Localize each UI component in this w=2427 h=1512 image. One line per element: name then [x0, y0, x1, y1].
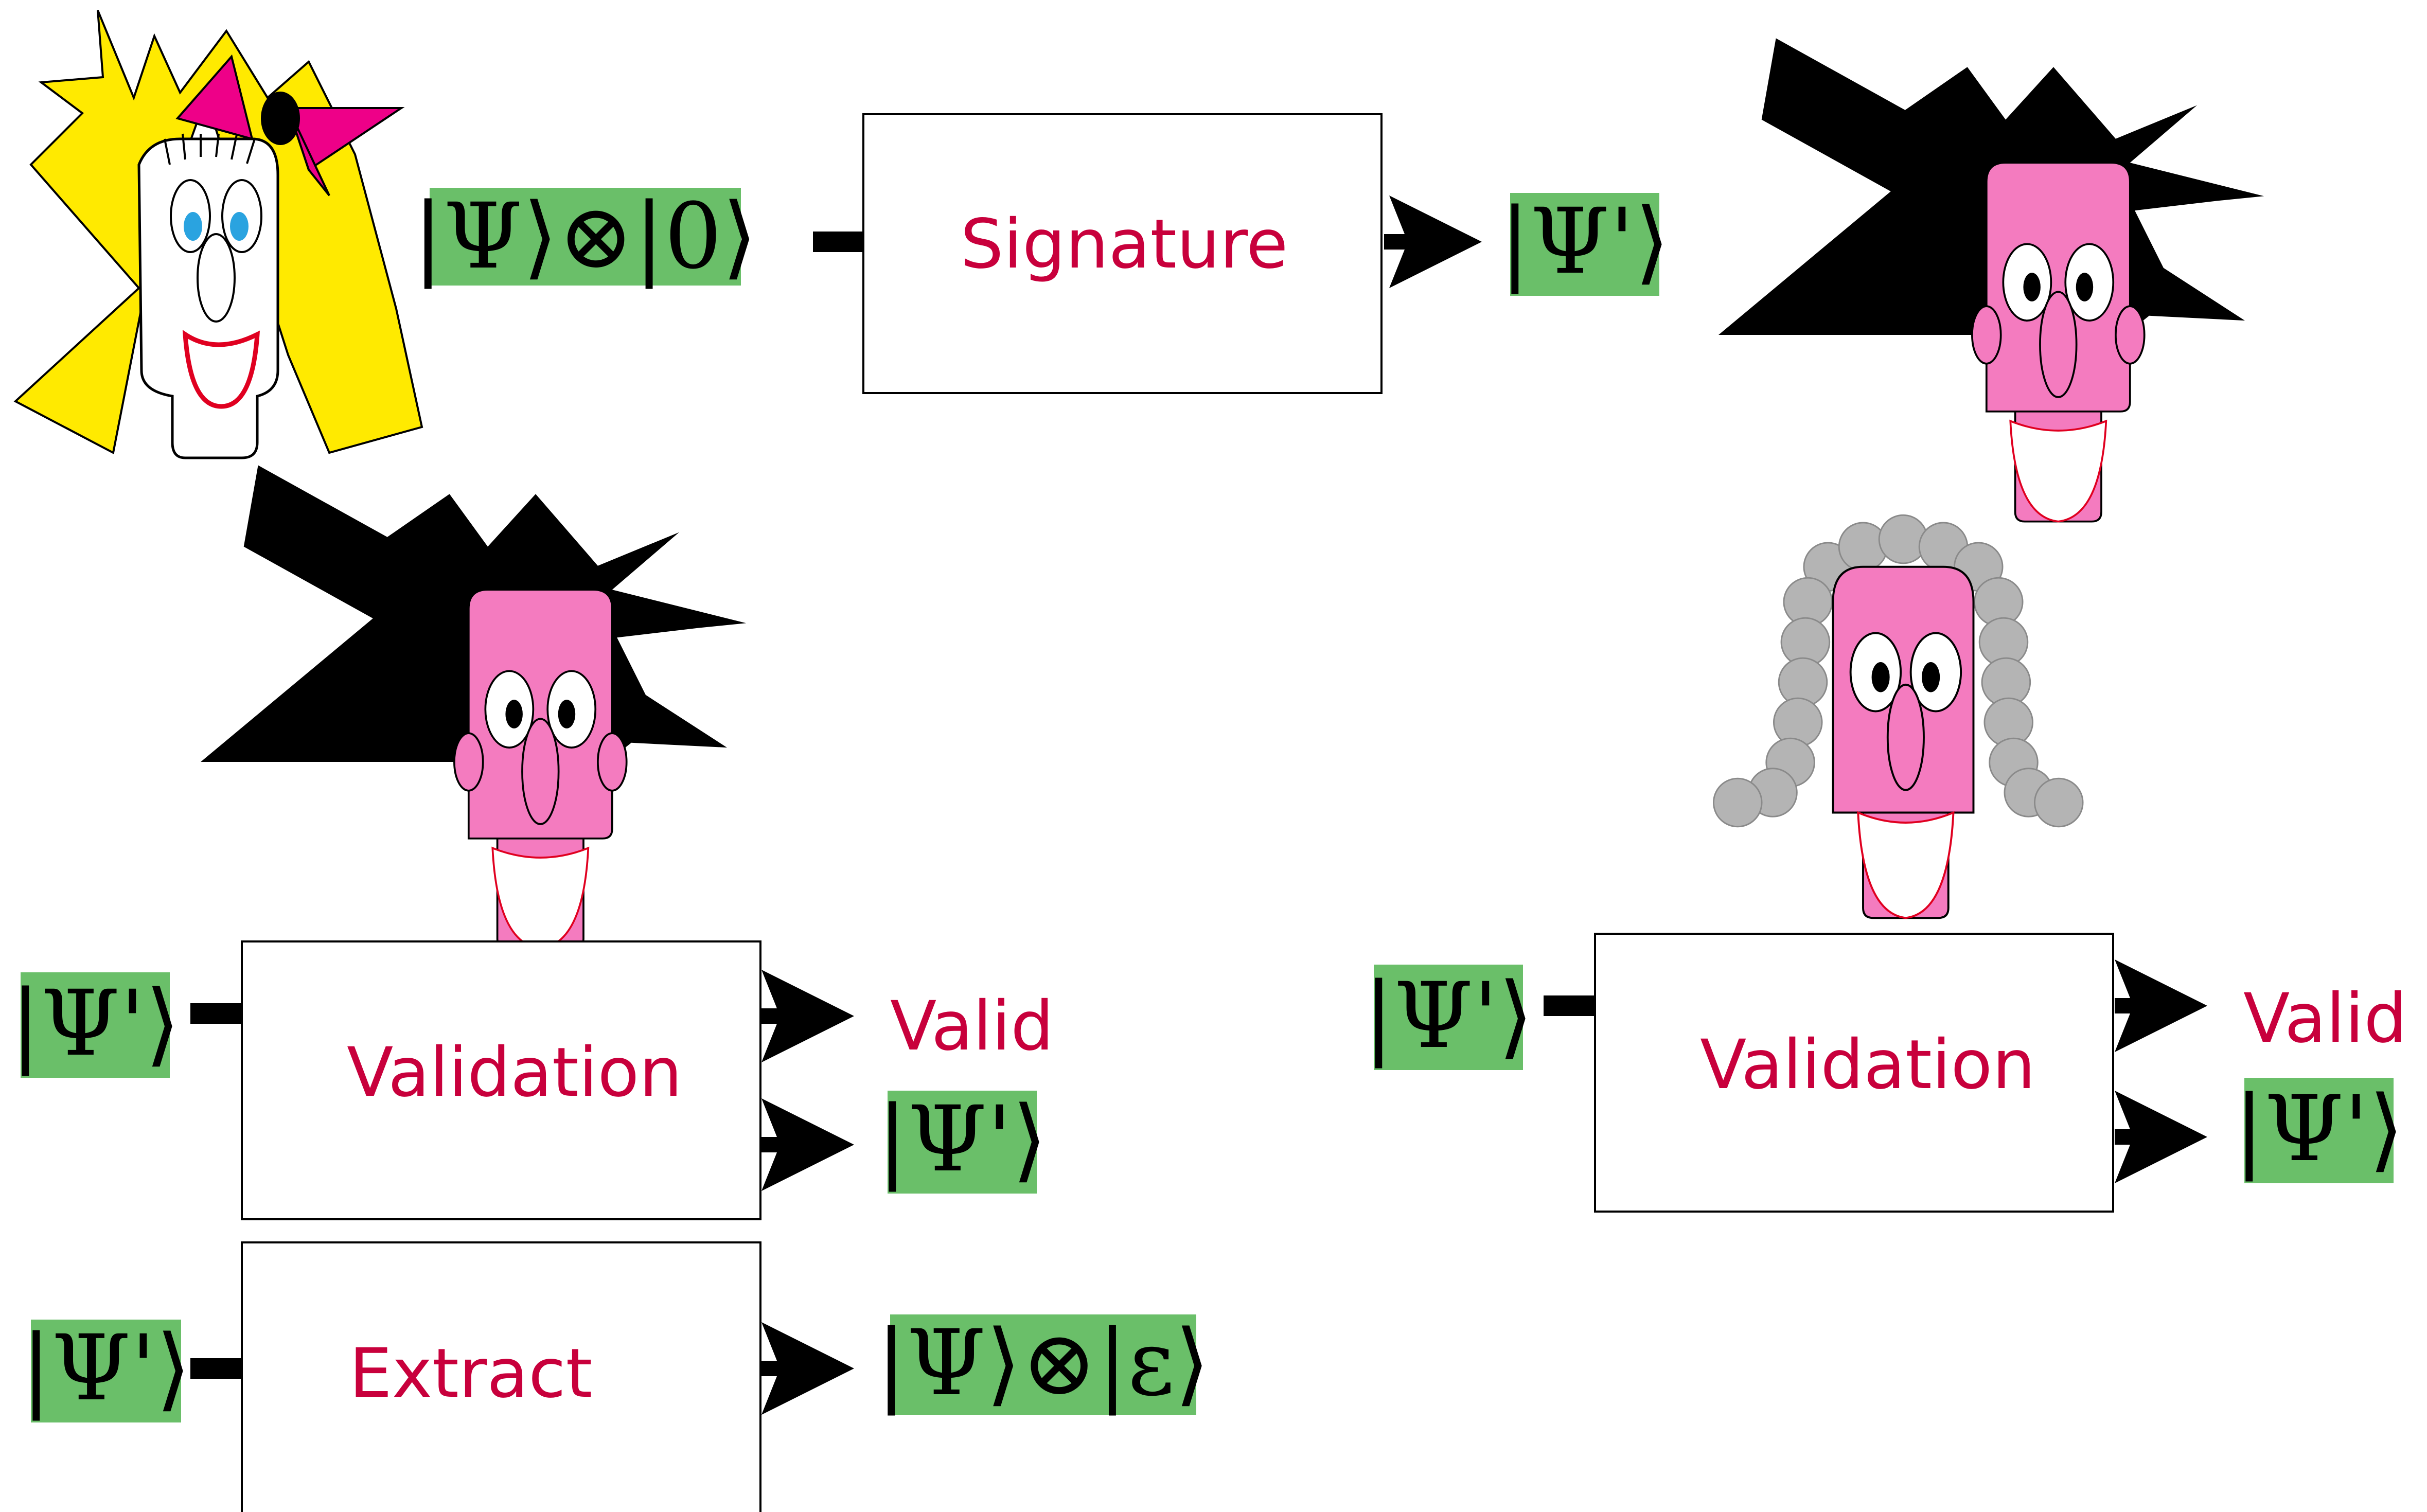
judge-valid-text: Valid [2243, 979, 2407, 1058]
bob-extract-stage: |Ψ'⟩ Extract |Ψ⟩⊗|ε⟩ [21, 1241, 1210, 1512]
state-box-alice-input [430, 188, 741, 286]
pink-bow [175, 54, 405, 197]
boy-with-spiky-hair-icon [200, 464, 748, 950]
alice-character [13, 10, 423, 459]
state-judge-input: |Ψ'⟩ [1363, 963, 1534, 1069]
state-judge-output: |Ψ'⟩ [2234, 1076, 2404, 1182]
state-box-judge-input [1374, 965, 1523, 1070]
state-bob-validation-output: |Ψ'⟩ [877, 1087, 1048, 1192]
extract-label: Extract [349, 1334, 593, 1413]
judge-validation-label: Validation [1700, 1025, 2035, 1105]
state-box-bob-validation-output [888, 1091, 1037, 1194]
signature-stage: |Ψ⟩⊗|0⟩ Signature |Ψ'⟩ [413, 113, 1670, 394]
validation-box [241, 940, 761, 1220]
state-box-judge-output [2244, 1078, 2394, 1183]
state-extract-output: |Ψ⟩⊗|ε⟩ [876, 1310, 1210, 1416]
girl-with-yellow-hair-icon [13, 10, 423, 459]
valid-text: Valid [890, 987, 1054, 1066]
extract-box [241, 1241, 761, 1512]
boy-with-spiky-hair-icon [1717, 37, 2265, 523]
judge-with-wig-icon [1712, 514, 2084, 919]
state-box-signed [1510, 193, 1659, 296]
state-bob-validation-input: |Ψ'⟩ [10, 971, 181, 1076]
state-signed: |Ψ'⟩ [1500, 189, 1670, 294]
signature-box [862, 113, 1383, 394]
state-box-bob-validation-input [21, 972, 170, 1078]
judge-validation-stage: |Ψ'⟩ Validation Valid |Ψ'⟩ [1363, 933, 2407, 1213]
state-alice-input: |Ψ⟩⊗|0⟩ [413, 184, 757, 289]
state-box-extract-output [890, 1314, 1196, 1415]
state-extract-input: |Ψ'⟩ [21, 1315, 191, 1421]
validation-label: Validation [347, 1033, 682, 1112]
bob-validation-stage: |Ψ'⟩ Validation Valid |Ψ'⟩ [10, 940, 1054, 1220]
state-box-extract-input [31, 1320, 181, 1422]
signature-label: Signature [961, 205, 1288, 284]
judge-validation-box [1594, 933, 2114, 1213]
